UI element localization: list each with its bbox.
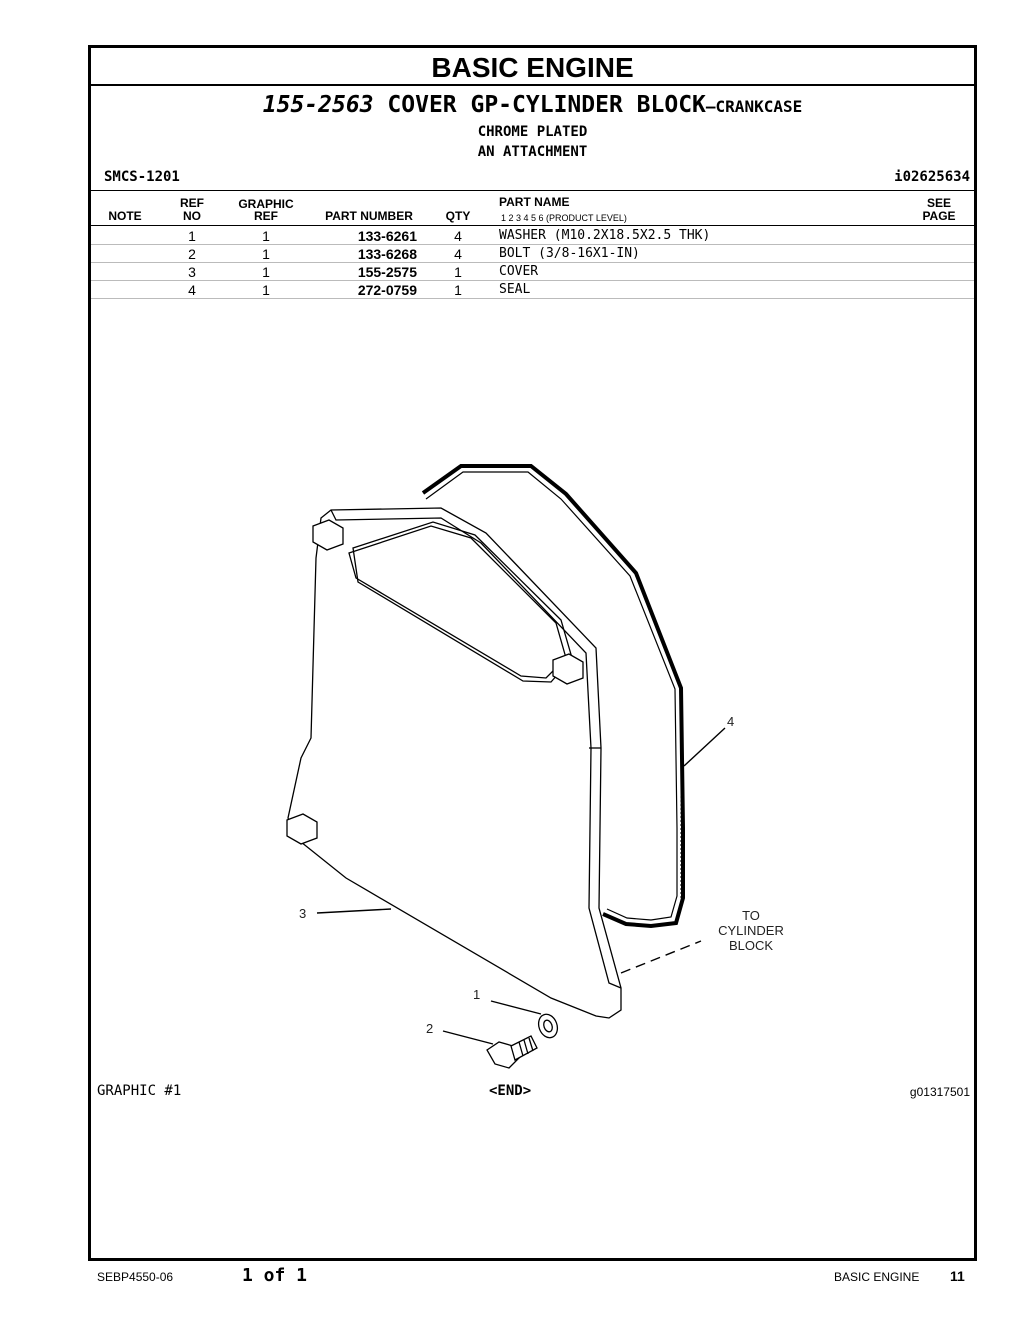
- row-ref: 3: [188, 264, 196, 280]
- header-rule-top: [91, 190, 974, 191]
- section-title: BASIC ENGINE: [91, 48, 974, 86]
- leader-lines: [316, 727, 726, 1045]
- row-part-number[interactable]: 133-6261: [357, 228, 417, 244]
- col-see-bottom: PAGE: [922, 209, 956, 223]
- row-qty: 1: [454, 282, 462, 298]
- bolt-part: [486, 1035, 538, 1069]
- col-ref-top: REF: [180, 196, 204, 210]
- row-ref: 4: [188, 282, 196, 298]
- row-graphic-ref: 1: [262, 246, 270, 262]
- row-graphic-ref: 1: [262, 228, 270, 244]
- group-note-1: CHROME PLATED: [477, 124, 588, 140]
- washer-part: [537, 1013, 559, 1039]
- cover-plate: [287, 507, 622, 1019]
- callout-2: 2: [426, 1021, 433, 1036]
- footer-section: BASIC ENGINE: [834, 1270, 920, 1284]
- row-graphic-ref: 1: [262, 264, 270, 280]
- to-label-line1: TO: [742, 908, 760, 923]
- row-divider: [91, 244, 974, 245]
- group-suffix: —CRANKCASE: [705, 97, 803, 116]
- row-divider: [91, 262, 974, 263]
- row-qty: 1: [454, 264, 462, 280]
- group-title: 155-2563 COVER GP-CYLINDER BLOCK—CRANKCA…: [91, 92, 974, 118]
- footer-page-number: 11: [950, 1268, 965, 1284]
- row-part-number[interactable]: 133-6268: [357, 246, 417, 262]
- cover-bolt-heads: [286, 519, 584, 845]
- col-part-number: PART NUMBER: [325, 209, 413, 223]
- smcs-code: SMCS-1201: [104, 169, 180, 185]
- footer-doc-number: SEBP4550-06: [97, 1270, 174, 1284]
- seal-gasket: [421, 464, 685, 929]
- row-divider: [91, 280, 974, 281]
- col-product-level: 1 2 3 4 5 6 (PRODUCT LEVEL): [501, 213, 627, 223]
- exploded-view-diagram: 3 1 2 4 TO CYLINDER BLOCK: [286, 464, 784, 1069]
- row-part-name: COVER: [499, 264, 539, 279]
- callout-3: 3: [299, 906, 306, 921]
- group-note-2: AN ATTACHMENT: [477, 144, 588, 160]
- row-part-name: BOLT (3/8-16X1-IN): [499, 246, 640, 261]
- row-part-name: SEAL: [499, 282, 531, 297]
- row-part-number[interactable]: 272-0759: [357, 282, 417, 298]
- row-part-number[interactable]: 155-2575: [357, 264, 417, 280]
- row-divider: [91, 298, 974, 299]
- col-see-top: SEE: [926, 196, 951, 210]
- graphic-id: g01317501: [909, 1085, 970, 1099]
- group-name: COVER GP-CYLINDER BLOCK: [387, 92, 706, 118]
- col-note: NOTE: [108, 209, 142, 223]
- header-rule-bottom: [91, 225, 974, 226]
- callout-1: 1: [473, 987, 480, 1002]
- group-part-number: 155-2563: [262, 92, 374, 118]
- info-id: i02625634: [894, 169, 970, 185]
- row-part-name: WASHER (M10.2X18.5X2.5 THK): [499, 228, 711, 243]
- footer-page-of: 1 of 1: [242, 1265, 308, 1286]
- row-qty: 4: [454, 246, 462, 262]
- col-qty: QTY: [445, 209, 471, 223]
- row-ref: 1: [188, 228, 196, 244]
- col-graphic-bottom: REF: [254, 209, 278, 223]
- graphic-label: GRAPHIC #1: [97, 1083, 182, 1099]
- col-ref-bottom: NO: [183, 209, 201, 223]
- to-label-line2: CYLINDER: [718, 923, 784, 938]
- callout-4: 4: [727, 714, 734, 729]
- col-graphic-top: GRAPHIC: [238, 197, 294, 211]
- row-qty: 4: [454, 228, 462, 244]
- row-ref: 2: [188, 246, 196, 262]
- row-graphic-ref: 1: [262, 282, 270, 298]
- parts-page-frame: BASIC ENGINE 155-2563 COVER GP-CYLINDER …: [88, 45, 977, 1261]
- end-marker: <END>: [489, 1083, 532, 1099]
- col-part-name: PART NAME: [499, 195, 570, 209]
- to-label-line3: BLOCK: [729, 938, 773, 953]
